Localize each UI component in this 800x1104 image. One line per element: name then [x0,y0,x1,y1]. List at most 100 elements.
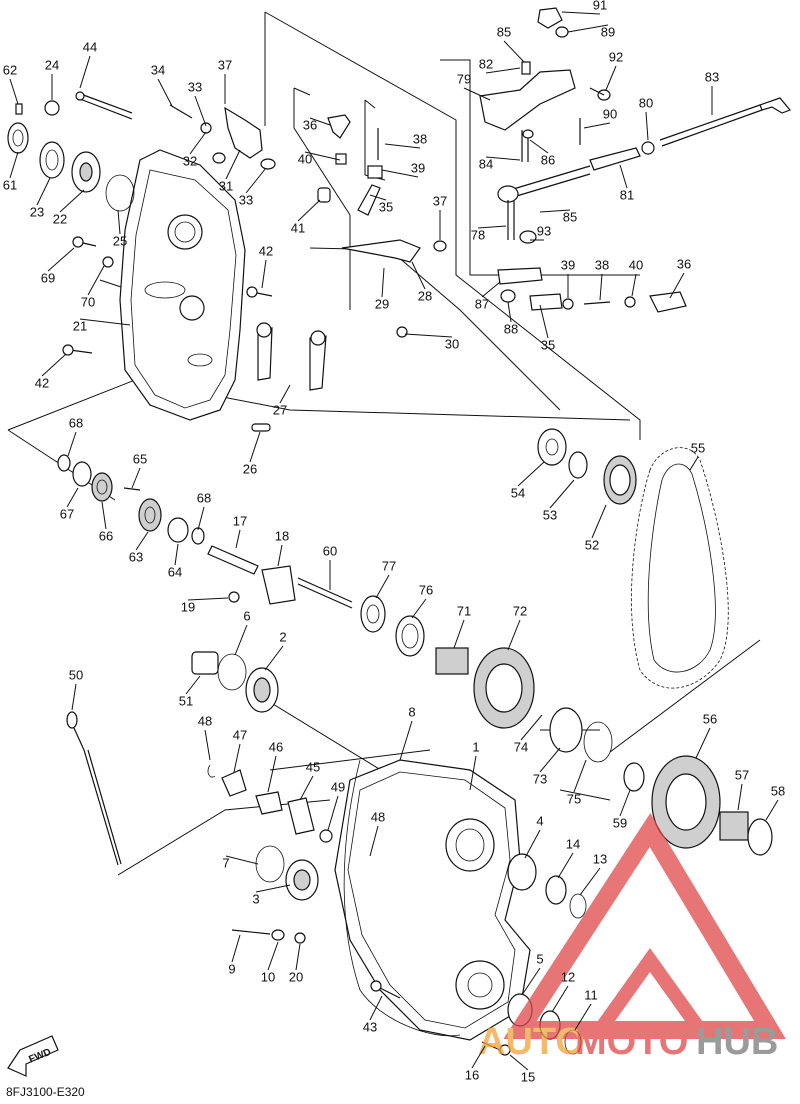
callout-49: 49 [331,779,345,794]
callout-43: 43 [363,1019,377,1034]
leader-line-33-b [194,95,207,127]
callout-30: 30 [445,336,459,351]
leader-line-46 [267,755,277,793]
callout-91: 91 [593,0,607,12]
leader-line-11 [574,1003,592,1031]
leader-line-36-b [669,272,685,299]
callout-65: 65 [133,451,147,466]
callout-40: 40 [298,151,312,166]
callout-1: 1 [472,739,479,754]
leader-line-58 [765,799,779,821]
callout-56: 56 [703,711,717,726]
leader-lines [9,11,779,1071]
leader-line-53 [549,479,575,509]
callout-numbers: 1234567891011121314151617181920212223242… [3,0,785,1084]
callout-37-b: 37 [433,193,447,208]
callout-71: 71 [457,603,471,618]
callout-20: 20 [289,969,303,984]
leader-line-77 [375,574,390,599]
callout-4: 4 [536,813,543,828]
link-arms [251,322,327,432]
leader-line-61 [9,151,19,179]
callout-15: 15 [521,1069,535,1084]
callout-55: 55 [691,440,705,455]
shaft-assembly [207,545,613,763]
leader-line-1 [469,755,477,791]
callout-77: 77 [382,558,396,573]
callout-13: 13 [593,851,607,866]
leader-line-34 [157,78,173,107]
callout-42-b: 42 [35,375,49,390]
callout-85-b: 85 [497,24,511,39]
chaincase-cover [119,149,246,421]
callout-88: 88 [504,321,518,336]
leader-line-36 [309,117,331,126]
leader-line-20 [295,943,301,971]
watermark-text-moto: MOTO [575,1021,688,1063]
leader-line-82 [485,67,521,74]
leader-line-28 [411,261,426,290]
lower-left-parts [191,651,333,944]
leader-line-73 [539,747,561,773]
callout-31: 31 [219,178,233,193]
leader-line-42 [261,259,267,289]
callout-58: 58 [771,783,785,798]
callout-83: 83 [705,69,719,84]
callout-22: 22 [53,211,67,226]
callout-60: 60 [323,543,337,558]
leader-line-42-b [41,353,67,377]
callout-19: 19 [181,599,195,614]
watermark-logo: AUTO MOTO HUB [478,813,786,1063]
leader-line-48-b [369,825,379,857]
leader-line-79 [463,87,491,101]
callout-9: 9 [228,961,235,976]
leader-line-75 [573,759,587,793]
callout-18: 18 [275,528,289,543]
callout-69: 69 [41,270,55,285]
callout-70: 70 [81,294,95,309]
callout-80: 80 [639,95,653,110]
leader-line-68-b [197,506,205,531]
leader-line-55 [689,456,699,471]
leader-line-3 [255,884,291,893]
leader-line-85-b [503,40,525,63]
leader-line-29 [381,267,385,298]
leader-line-48 [204,729,211,761]
leader-line-78 [477,225,507,229]
callout-33-b: 33 [188,79,202,94]
leader-line-50 [71,683,77,711]
leader-line-85 [539,209,571,213]
callout-90: 90 [603,106,617,121]
leader-line-65 [131,467,141,489]
callout-41: 41 [291,220,305,235]
callout-26: 26 [243,461,257,476]
callout-48-b: 48 [371,809,385,824]
upper-bolts [62,104,447,356]
leader-line-71 [453,619,465,649]
callout-85: 85 [563,209,577,224]
watermark-text-auto: AUTO [478,1021,585,1063]
callout-54: 54 [511,485,525,500]
drawing-code: 8FJ3100-E320 [6,1085,85,1099]
leader-line-44 [79,55,91,89]
watermark-text-hub: HUB [696,1021,778,1063]
callout-38-b: 38 [595,257,609,272]
leader-line-92 [605,65,617,91]
callout-11: 11 [584,987,598,1002]
leader-line-41 [297,199,321,222]
callout-64: 64 [168,564,182,579]
callout-39: 39 [411,160,425,175]
leader-line-22 [59,189,85,213]
linkage-assembly [479,7,792,313]
callout-23: 23 [30,204,44,219]
leader-line-57 [737,783,743,811]
leader-line-27 [279,384,291,404]
callout-76: 76 [419,582,433,597]
callout-46: 46 [269,739,283,754]
leader-line-18 [277,544,283,567]
callout-78: 78 [471,227,485,242]
leader-line-45 [299,775,314,801]
leader-line-5 [521,967,541,996]
leader-line-33 [245,167,267,194]
callout-36-b: 36 [677,256,691,271]
